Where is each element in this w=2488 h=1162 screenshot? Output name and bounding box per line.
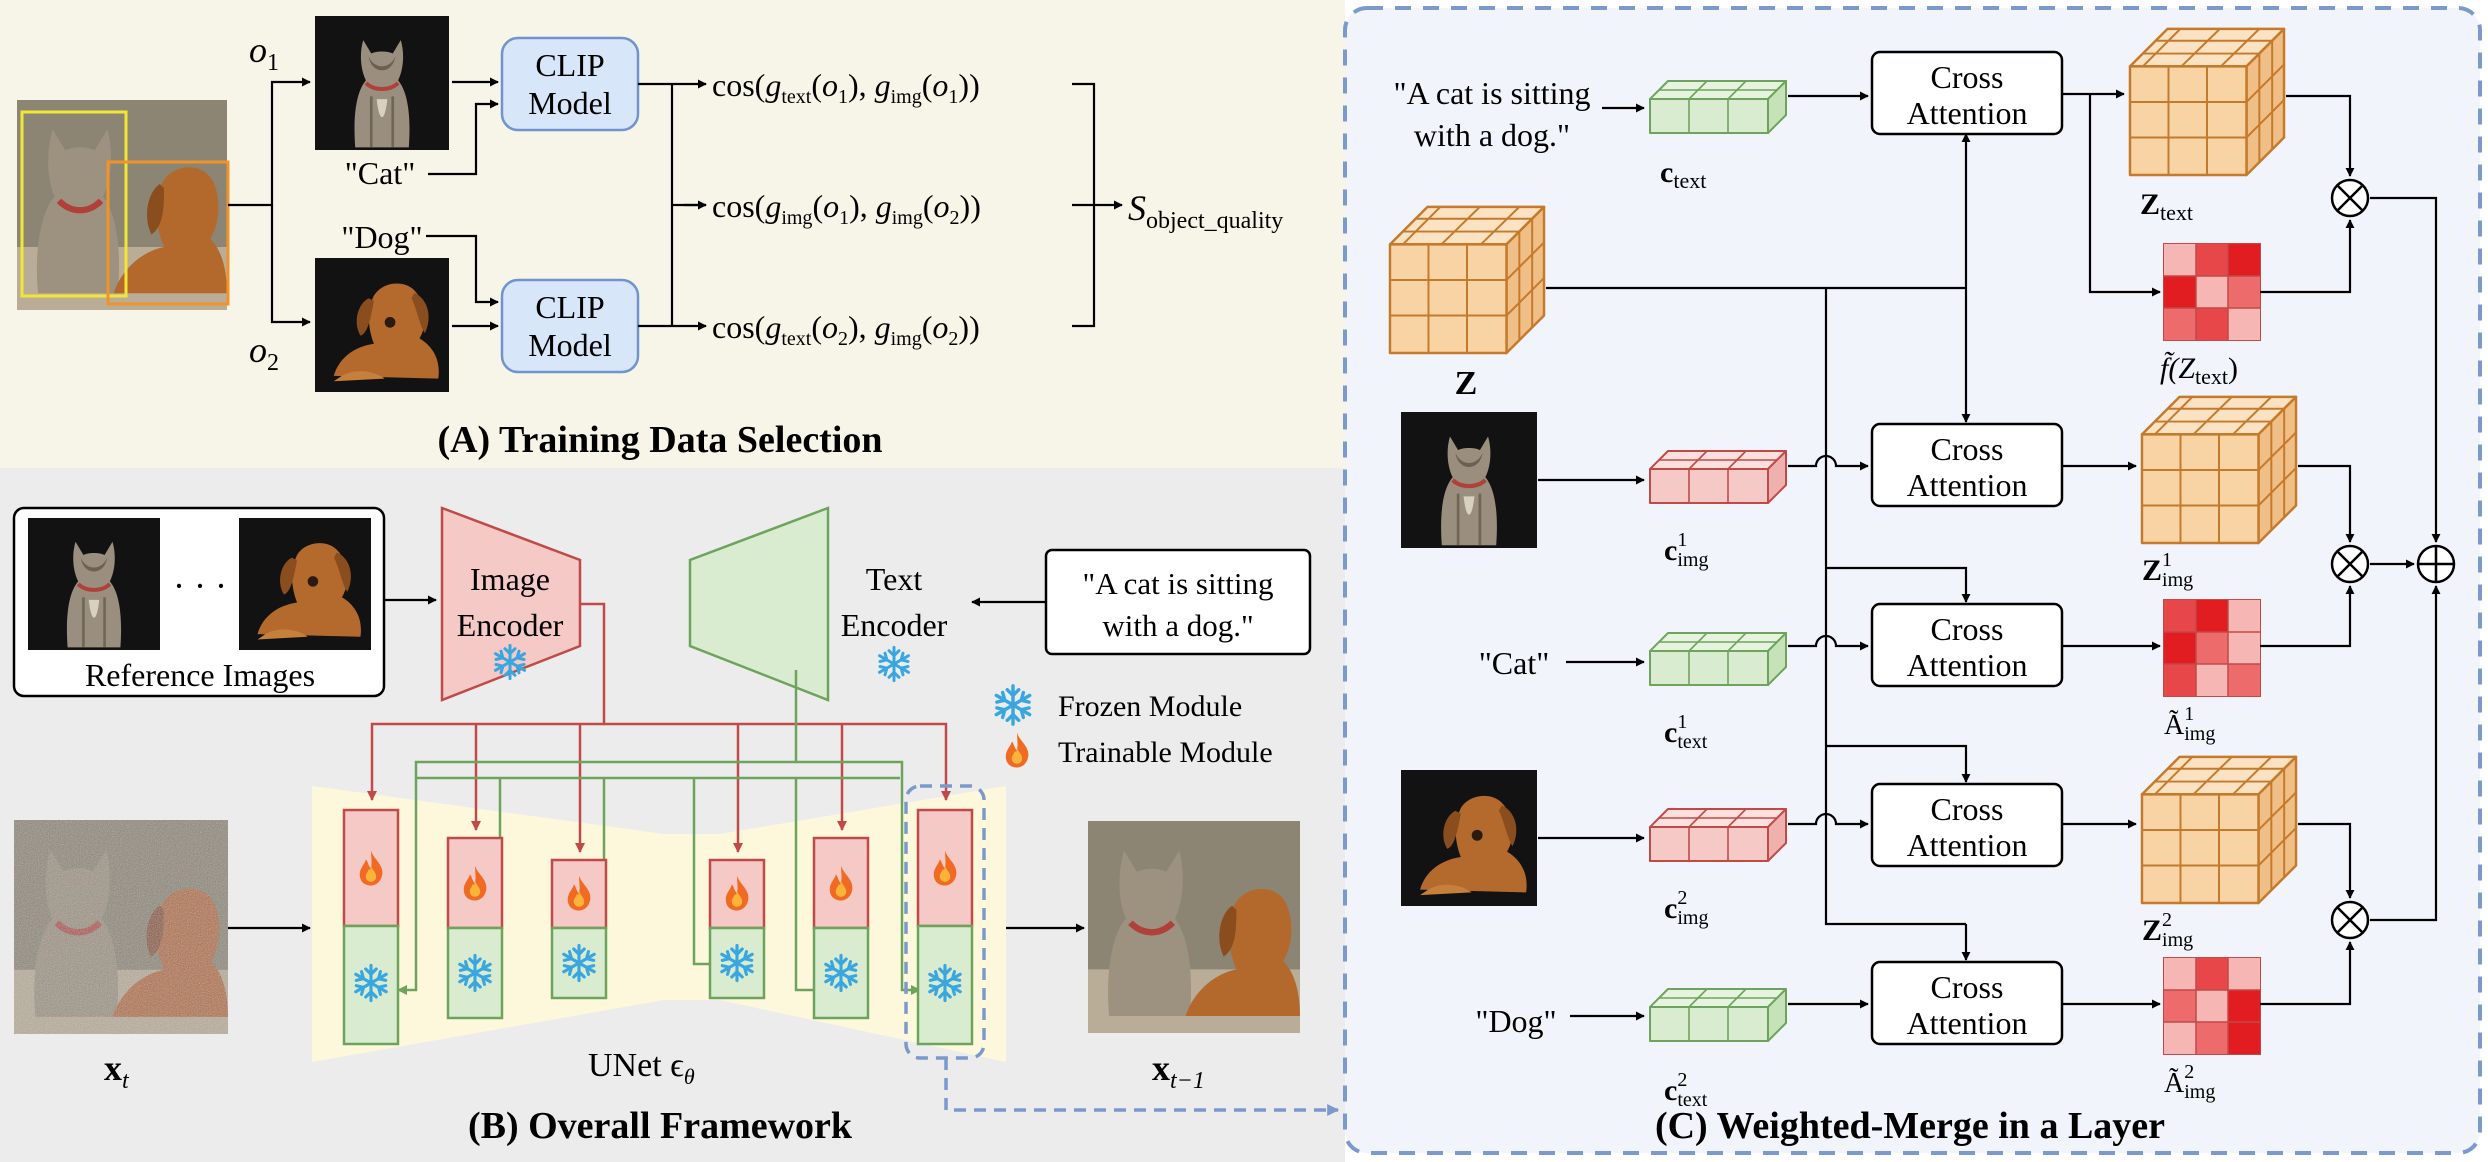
c-text1-token bbox=[1648, 631, 1788, 687]
unet-label: UNet ϵθ bbox=[588, 1047, 695, 1089]
c-text-token bbox=[1648, 79, 1788, 135]
z-latent-cube bbox=[1388, 205, 1546, 355]
score-label: Sobject_quality bbox=[1128, 188, 1283, 234]
denoised-output-image bbox=[1088, 821, 1300, 1033]
svg-text:Cross: Cross bbox=[1931, 969, 2004, 1005]
z-img1-cube bbox=[2140, 395, 2298, 545]
svg-text:Model: Model bbox=[528, 85, 612, 121]
reference-dog-image bbox=[239, 518, 371, 650]
unet-block-4 bbox=[708, 858, 766, 1000]
c-img1-token bbox=[1648, 449, 1788, 505]
cross-attention-text2: Cross Attention bbox=[1870, 960, 2064, 1046]
reference-cat-image bbox=[28, 518, 160, 650]
clip-model-top: CLIP Model bbox=[500, 36, 640, 132]
unet-block-3 bbox=[550, 858, 608, 1000]
svg-text:CLIP: CLIP bbox=[535, 289, 604, 325]
svg-text:Attention: Attention bbox=[1907, 467, 2028, 503]
unet-block-6 bbox=[916, 808, 974, 1046]
unet-block-2 bbox=[446, 836, 504, 1020]
unet-blocks bbox=[342, 808, 974, 1046]
unet-block-1 bbox=[342, 808, 400, 1046]
multiply-icon-img1 bbox=[2330, 544, 2370, 584]
cat-caption: "Cat" bbox=[345, 155, 416, 191]
panel-b-title: (B) Overall Framework bbox=[468, 1105, 853, 1147]
z-img2-cube bbox=[2140, 755, 2298, 905]
panel-c: "A cat is sitting with a dog." ctext Z C… bbox=[1388, 27, 2456, 1147]
cross-attention-img2: Cross Attention bbox=[1870, 782, 2064, 868]
c-text-label: ctext bbox=[1660, 156, 1706, 193]
svg-text:Text: Text bbox=[866, 561, 923, 597]
dog-caption: "Dog" bbox=[341, 219, 422, 255]
svg-text:Cross: Cross bbox=[1931, 59, 2004, 95]
svg-text:CLIP: CLIP bbox=[535, 47, 604, 83]
noisy-input-image bbox=[14, 820, 228, 1034]
legend-frozen-label: Frozen Module bbox=[1058, 690, 1242, 723]
dog-crop-image bbox=[315, 258, 449, 392]
cat-crop-image bbox=[315, 16, 449, 150]
cross-attention-text1: Cross Attention bbox=[1870, 602, 2064, 688]
clip-model-bottom: CLIP Model bbox=[500, 278, 640, 374]
svg-text:with a dog.": with a dog." bbox=[1102, 608, 1253, 643]
c-panel-dog-image bbox=[1401, 770, 1537, 906]
svg-text:Image: Image bbox=[470, 561, 550, 597]
panel-b: · · · Reference Images Image Encoder Tex… bbox=[12, 506, 1340, 1147]
unet-block-5 bbox=[812, 836, 870, 1020]
cos-img-img: cos(gimg(o1), gimg(o2)) bbox=[712, 188, 981, 229]
o1-label: o1 bbox=[249, 30, 279, 76]
svg-text:Attention: Attention bbox=[1907, 1005, 2028, 1041]
svg-text:"A cat is sitting: "A cat is sitting bbox=[1083, 566, 1274, 601]
c-dog-caption: "Dog" bbox=[1475, 1003, 1556, 1039]
svg-text:Attention: Attention bbox=[1907, 95, 2028, 131]
z-text-cube bbox=[2128, 27, 2286, 177]
svg-text:Attention: Attention bbox=[1907, 647, 2028, 683]
reference-images-box: · · · Reference Images bbox=[12, 506, 386, 698]
source-image bbox=[17, 100, 230, 310]
xt-label: xt bbox=[104, 1048, 130, 1094]
svg-text:Encoder: Encoder bbox=[841, 607, 948, 643]
xt-1-label: xt−1 bbox=[1152, 1048, 1205, 1094]
svg-text:Encoder: Encoder bbox=[457, 607, 564, 643]
legend-trainable-label: Trainable Module bbox=[1058, 736, 1273, 769]
svg-text:Cross: Cross bbox=[1931, 431, 2004, 467]
a-img2-heatmap bbox=[2163, 957, 2261, 1055]
f-z-text-heatmap bbox=[2163, 243, 2261, 341]
svg-text:· · ·: · · · bbox=[173, 566, 227, 606]
panel-c-title: (C) Weighted-Merge in a Layer bbox=[1655, 1105, 2165, 1147]
svg-text:Attention: Attention bbox=[1907, 827, 2028, 863]
multiply-icon-text bbox=[2330, 178, 2370, 218]
svg-text:Cross: Cross bbox=[1931, 611, 2004, 647]
o2-label: o2 bbox=[249, 330, 279, 376]
svg-text:Cross: Cross bbox=[1931, 791, 2004, 827]
prompt-text-line1: "A cat is sitting bbox=[1393, 75, 1590, 111]
multiply-icon-img2 bbox=[2330, 900, 2370, 940]
panel-a-title: (A) Training Data Selection bbox=[437, 419, 882, 461]
a-img1-heatmap bbox=[2163, 599, 2261, 697]
c-text2-token bbox=[1648, 987, 1788, 1043]
c-cat-caption: "Cat" bbox=[1479, 645, 1550, 681]
prompt-text-line2: with a dog." bbox=[1414, 117, 1570, 153]
reference-images-label: Reference Images bbox=[85, 657, 315, 693]
z-text-label: Ztext bbox=[2140, 188, 2193, 225]
image-encoder: Image Encoder bbox=[440, 506, 582, 702]
plus-icon-merge bbox=[2416, 544, 2456, 584]
svg-text:Model: Model bbox=[528, 327, 612, 363]
f-z-text-label: f̃(Ztext) bbox=[2160, 352, 2238, 389]
c-img2-token bbox=[1648, 807, 1788, 863]
cross-attention-img1: Cross Attention bbox=[1870, 422, 2064, 508]
c-panel-cat-image bbox=[1401, 412, 1537, 548]
cross-attention-text: Cross Attention bbox=[1870, 50, 2064, 136]
prompt-box: "A cat is sitting with a dog." bbox=[1044, 548, 1312, 656]
z-label: Z bbox=[1455, 365, 1478, 402]
text-encoder: Text Encoder bbox=[688, 506, 948, 702]
